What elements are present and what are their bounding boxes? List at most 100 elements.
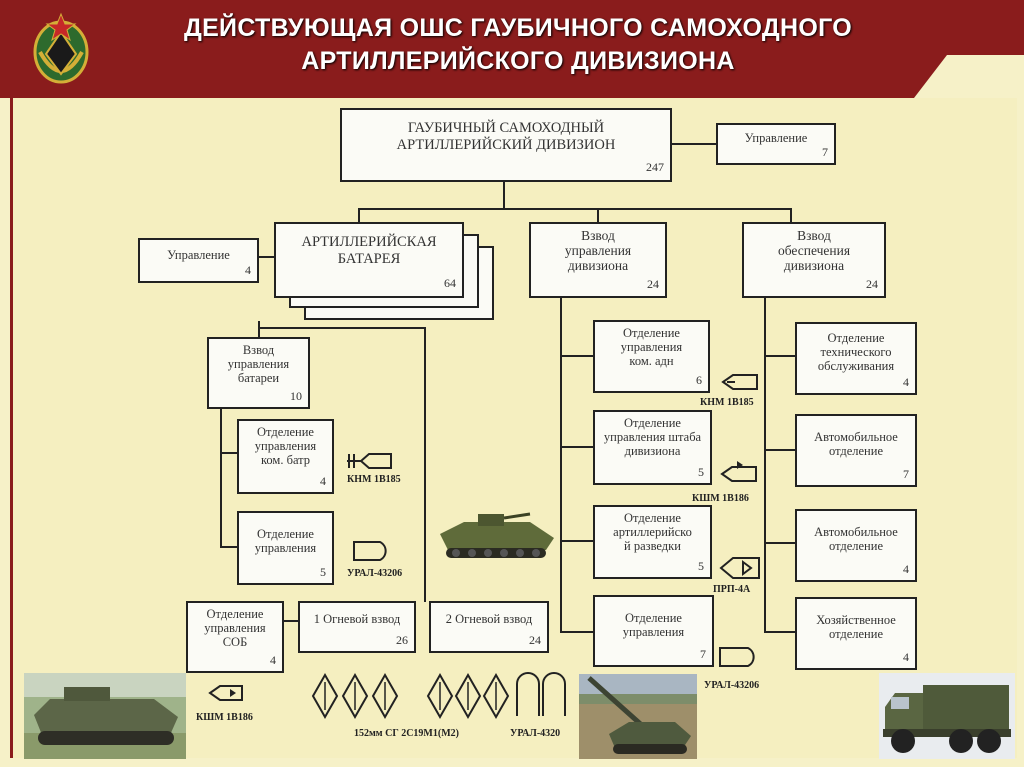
sq-household-box: Хозяйственное отделение 4	[795, 597, 917, 670]
truck-photo	[879, 673, 1015, 759]
sq-household-count: 4	[903, 650, 909, 664]
support-platoon-line3: дивизиона	[783, 258, 845, 273]
header-corner-cut	[914, 55, 1024, 98]
sq-tech-line2: технического	[820, 345, 892, 359]
div-control-box: Управление 7	[716, 123, 836, 165]
battery-control-box: Управление 4	[138, 238, 259, 283]
connector	[220, 546, 238, 548]
div-control-count: 7	[822, 145, 828, 159]
sq-sob-line3: СОБ	[222, 635, 248, 649]
fire-platoon-1-label: 1 Огневой взвод	[313, 612, 401, 626]
howitzer-caption: 152мм СГ 2С19М1(М2)	[354, 728, 459, 739]
support-platoon-line1: Взвод	[797, 228, 831, 243]
connector	[764, 449, 796, 451]
command-vehicle-right-icon	[721, 374, 758, 390]
sq-ctrl-div-line1: Отделение	[625, 611, 682, 625]
sq-auto-1-line1: Автомобильное	[814, 430, 898, 444]
connector	[560, 540, 594, 542]
battery-ctrl-platoon-line2: управления	[227, 357, 290, 371]
sq-tech-line3: обслуживания	[817, 359, 895, 373]
sq-sob-line2: управления	[204, 621, 266, 635]
fire-platoon-1-box: 1 Огневой взвод 26	[298, 601, 416, 653]
division-count: 247	[646, 160, 664, 174]
sq-staff-line3: дивизиона	[624, 444, 681, 458]
command-staff-vehicle-right-icon	[720, 461, 757, 482]
division-box: ГАУБИЧНЫЙ САМОХОДНЫЙ АРТИЛЛЕРИЙСКИЙ ДИВИ…	[340, 108, 672, 182]
howitzer-symbols-icon	[311, 672, 510, 720]
fire-platoon-2-count: 24	[529, 633, 541, 647]
sq-cmd-adn-box: Отделение управления ком. адн 6	[593, 320, 710, 393]
connector	[597, 208, 599, 222]
sq-sob-box: Отделение управления СОБ 4	[186, 601, 284, 673]
connector	[670, 143, 718, 145]
page-title: ДЕЙСТВУЮЩАЯ ОШС ГАУБИЧНОГО САМОХОДНОГО А…	[108, 12, 928, 78]
fire-platoon-2-box: 2 Огневой взвод 24	[429, 601, 549, 653]
connector	[790, 208, 792, 222]
sq-cmd-adn-line1: Отделение	[623, 326, 680, 340]
sq-staff-line2: управления штаба	[603, 430, 702, 444]
control-platoon-count: 24	[647, 277, 659, 291]
connector	[503, 181, 505, 209]
connector	[764, 355, 796, 357]
sq-recon-count: 5	[698, 559, 704, 573]
connector	[358, 208, 791, 210]
connector	[560, 355, 594, 357]
sq-staff-count: 5	[698, 465, 704, 479]
connector	[764, 297, 766, 633]
connector	[560, 446, 594, 448]
sq-auto-2-box: Автомобильное отделение 4	[795, 509, 917, 582]
battery-line2: БАТАРЕЯ	[337, 251, 401, 267]
recon-vehicle-icon	[719, 557, 760, 579]
battery-control-label: Управление	[167, 248, 230, 262]
sq-cmd-batr-line2: управления	[254, 439, 317, 453]
sq-ctrl-batr-line1: Отделение	[257, 527, 314, 541]
battery-box: АРТИЛЛЕРИЙСКАЯ БАТАРЕЯ 64	[274, 222, 464, 298]
sq-cmd-batr-box: Отделение управления ком. батр 4	[237, 419, 334, 494]
knm-left-caption: КНМ 1В185	[347, 474, 401, 485]
knm-right-caption: КНМ 1В185	[700, 397, 754, 408]
sq-recon-box: Отделение артиллерийско й разведки 5	[593, 505, 712, 579]
sq-sob-count: 4	[270, 653, 276, 667]
sq-cmd-batr-count: 4	[320, 474, 326, 488]
connector	[283, 620, 299, 622]
sq-ctrl-div-box: Отделение управления 7	[593, 595, 714, 667]
connector	[258, 327, 426, 329]
support-platoon-count: 24	[866, 277, 878, 291]
sq-auto-2-count: 4	[903, 562, 909, 576]
battery-control-count: 4	[245, 263, 251, 277]
ural-left-caption: УРАЛ-43206	[347, 568, 403, 579]
truck-right-icon	[719, 647, 755, 667]
title-line-1: ДЕЙСТВУЮЩАЯ ОШС ГАУБИЧНОГО САМОХОДНОГО	[183, 14, 853, 42]
sq-tech-count: 4	[903, 375, 909, 389]
sq-household-line1: Хозяйственное	[816, 613, 896, 627]
sq-ctrl-batr-count: 5	[320, 565, 326, 579]
sq-recon-line1: Отделение	[624, 511, 681, 525]
battery-count: 64	[444, 276, 456, 290]
control-platoon-line2: управления	[564, 243, 632, 258]
prp-caption: ПРП-4А	[713, 584, 751, 595]
connector	[560, 631, 594, 633]
connector	[220, 408, 222, 548]
control-platoon-line1: Взвод	[581, 228, 615, 243]
apc-vehicle-image	[440, 512, 554, 558]
connector	[764, 631, 796, 633]
connector	[258, 256, 274, 258]
truck-icon	[353, 541, 387, 561]
sq-recon-line3: й разведки	[624, 539, 681, 553]
sq-tech-line1: Отделение	[827, 331, 885, 345]
connector	[424, 327, 426, 602]
connector	[560, 297, 562, 633]
control-platoon-box: Взвод управления дивизиона 24	[529, 222, 667, 298]
ural-right-caption: УРАЛ-43206	[704, 680, 760, 691]
sq-auto-1-box: Автомобильное отделение 7	[795, 414, 917, 487]
sq-sob-line1: Отделение	[206, 607, 264, 621]
command-vehicle-photo	[24, 673, 186, 759]
division-line2: АРТИЛЛЕРИЙСКИЙ ДИВИЗИОН	[396, 137, 616, 153]
kshm-bottom-caption: КШМ 1В186	[196, 712, 253, 723]
battery-line1: АРТИЛЛЕРИЙСКАЯ	[301, 234, 437, 250]
army-emblem-icon	[33, 12, 89, 84]
connector	[358, 208, 360, 222]
sq-ctrl-div-line2: управления	[622, 625, 685, 639]
sq-cmd-batr-line3: ком. батр	[260, 453, 311, 467]
sq-cmd-adn-count: 6	[696, 373, 702, 387]
